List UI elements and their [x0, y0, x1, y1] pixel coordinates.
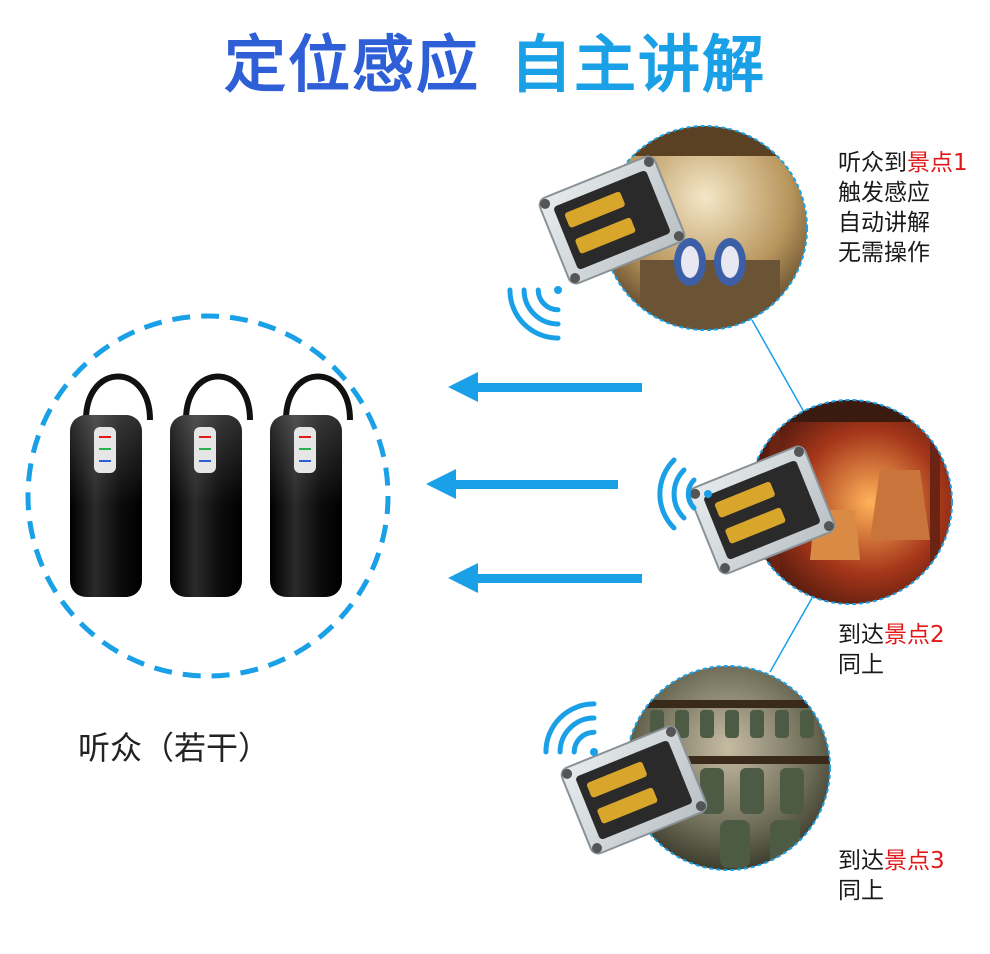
- guide-receiver-icon: [270, 373, 353, 597]
- connector-line: [751, 319, 805, 413]
- left-arrow-icon: [448, 563, 642, 593]
- wifi-signal-icon: [543, 701, 598, 756]
- spot-3-line: 同上: [838, 878, 884, 904]
- spot-2-line: 同上: [838, 652, 884, 678]
- wifi-signal-icon: [507, 286, 562, 341]
- spot-2-pre: 到达: [838, 622, 884, 648]
- spot-1-line: 自动讲解: [838, 210, 930, 236]
- spot-1-line: 触发感应: [838, 180, 930, 206]
- location-sensor-icon: [688, 445, 836, 575]
- spot-2-name: 景点2: [884, 622, 945, 648]
- title-part-2: 自主讲解: [510, 28, 767, 101]
- left-arrow-icon: [426, 469, 618, 499]
- spot-1-line: 无需操作: [838, 240, 930, 266]
- spot-3-name: 景点3: [884, 848, 945, 874]
- connector-line: [769, 597, 813, 673]
- spot-1-pre: 听众到: [838, 150, 907, 176]
- page-title: 定位感应自主讲解: [0, 14, 990, 104]
- spot-2-heading: 到达景点2: [838, 620, 945, 650]
- spot-3-heading: 到达景点3: [838, 846, 945, 876]
- guide-receiver-icon: [70, 373, 153, 597]
- location-sensor-icon: [538, 155, 686, 285]
- spot-3-scene: [625, 665, 831, 871]
- guide-receiver-icon: [170, 373, 253, 597]
- spot-1-description: 听众到景点1 触发感应 自动讲解 无需操作: [838, 148, 968, 268]
- wifi-signal-icon: [657, 457, 712, 531]
- title-part-1: 定位感应: [223, 28, 480, 101]
- spot-3-description: 到达景点3 同上: [838, 846, 945, 906]
- location-sensor-icon: [560, 725, 708, 855]
- left-arrow-icon: [448, 372, 642, 402]
- listener-zone-circle: [25, 313, 391, 679]
- spot-3-pre: 到达: [838, 848, 884, 874]
- spot-2-description: 到达景点2 同上: [838, 620, 945, 680]
- listener-label: 听众（若干）: [78, 729, 271, 767]
- spot-1-heading: 听众到景点1: [838, 148, 968, 178]
- spot-1-name: 景点1: [907, 150, 968, 176]
